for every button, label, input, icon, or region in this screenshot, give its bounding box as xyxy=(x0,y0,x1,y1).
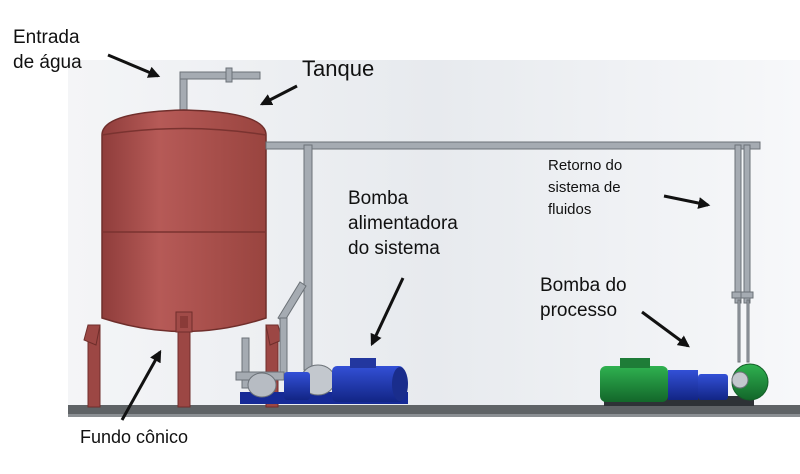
arrow-conical-bottom xyxy=(120,349,162,421)
return-pipe xyxy=(265,141,761,363)
label-feed-pump-line-3: do sistema xyxy=(348,238,440,259)
label-process-pump-line-1: Bomba do xyxy=(540,275,627,296)
arrow-tank xyxy=(259,84,298,106)
floor-edge xyxy=(68,414,800,417)
annotation-arrows xyxy=(107,53,711,421)
arrow-water-inlet xyxy=(107,53,161,78)
label-fluid-return-line-1: Retorno do xyxy=(548,157,623,174)
label-process-pump: Bomba do processo xyxy=(540,273,627,323)
label-fluid-return: Retorno do sistema de fluidos xyxy=(548,155,622,221)
arrow-fluid-return xyxy=(663,194,711,209)
arrow-process-pump xyxy=(641,310,690,348)
feed-pump xyxy=(240,358,408,404)
label-conical-bottom: Fundo cônico xyxy=(80,427,189,447)
arrow-feed-pump xyxy=(370,277,405,347)
label-water-inlet-line-2: de água xyxy=(13,52,82,73)
label-water-inlet-line-1: Entrada xyxy=(13,27,80,48)
label-feed-pump: Bomba alimentadora do sistema xyxy=(348,186,458,261)
label-process-pump-line-2: processo xyxy=(540,300,618,321)
label-feed-pump-line-1: Bomba xyxy=(348,188,409,209)
label-fluid-return-line-3: fluidos xyxy=(548,201,592,218)
tank xyxy=(101,109,267,333)
label-water-inlet: Entrada de água xyxy=(13,25,82,75)
label-feed-pump-line-2: alimentadora xyxy=(348,213,458,234)
process-pump xyxy=(600,358,769,406)
floor-slab xyxy=(68,405,800,414)
label-fluid-return-line-2: sistema de xyxy=(548,179,621,196)
tank-legs xyxy=(83,324,283,408)
label-tank: Tanque xyxy=(302,56,375,81)
